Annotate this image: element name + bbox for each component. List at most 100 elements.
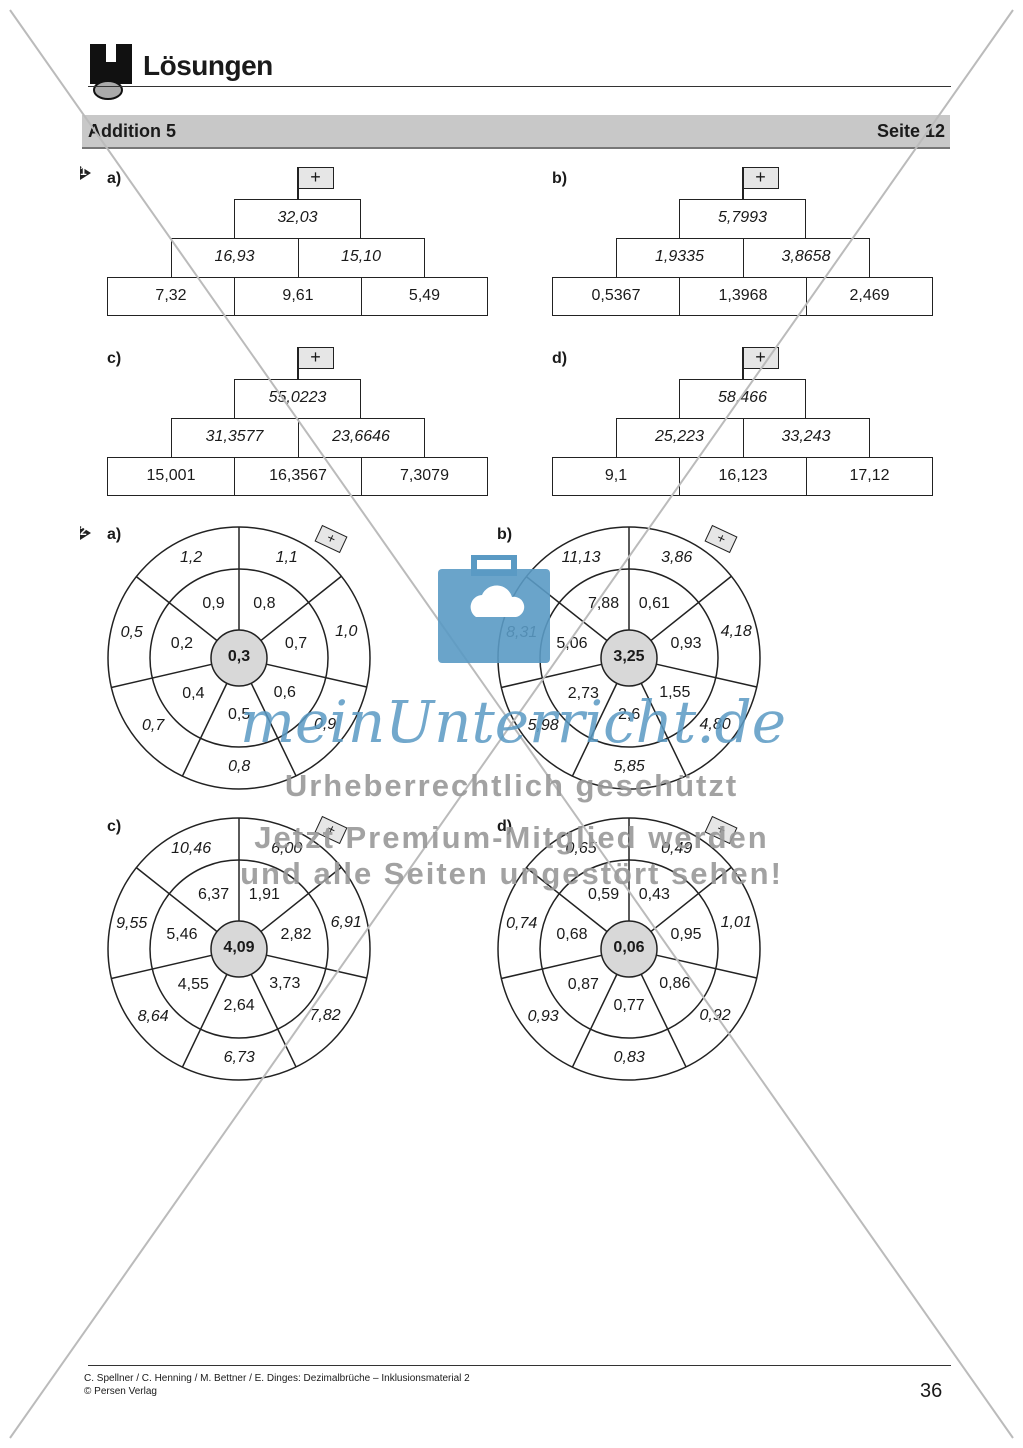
pyramid-label: c)	[107, 350, 122, 367]
pyramid-bottom-cell: 17,12	[806, 457, 933, 496]
wheel-inner-value: 0,2	[170, 635, 194, 653]
wheel-outer-value: 0,74	[506, 914, 538, 932]
wheel-inner-value: 1,55	[659, 684, 691, 702]
wheel-outer-value: 1,0	[335, 623, 358, 641]
page-reference: Seite 12	[876, 121, 945, 141]
pyramid-label: b)	[552, 170, 568, 187]
briefcase-cloud-icon	[438, 555, 550, 663]
wheel-outer-value: 0,49	[661, 839, 693, 857]
wheel-outer-value: 3,86	[661, 548, 693, 566]
watermark-brand: meinUnterricht.de	[240, 688, 787, 756]
pyramid-bottom-value: 5,49	[408, 287, 441, 304]
pyramid-bottom-value: 7,3079	[400, 467, 449, 484]
wheel-spoke	[135, 867, 218, 933]
operator-plus-icon: +	[742, 167, 779, 189]
wheel-spoke	[650, 575, 732, 642]
wheel-spoke	[571, 682, 618, 777]
pyramid-label: d)	[552, 350, 568, 367]
wheel-inner-value: 0,9	[202, 595, 225, 613]
wheel-spoke	[250, 973, 297, 1068]
wheel-outer-value: 9,55	[116, 914, 148, 932]
pyramid-bottom-value: 17,12	[849, 467, 890, 484]
wheel-outer-value: 5,85	[613, 757, 645, 775]
wheel-outer-value: 5,98	[527, 716, 559, 734]
wheel-spoke	[571, 973, 618, 1068]
pyramid-top-value: 32,03	[277, 209, 318, 226]
section-title: Addition 5	[88, 121, 176, 141]
wheel-d	[497, 817, 761, 1081]
wheel-center	[600, 629, 658, 687]
wheel-spoke	[501, 663, 602, 689]
pyramid-middle-value: 31,3577	[205, 428, 264, 445]
pyramid-label: a)	[107, 170, 122, 187]
pyramid-bottom-value: 15,001	[146, 467, 196, 484]
wheel-spoke	[640, 973, 687, 1068]
pyramid-bottom-value: 0,5367	[591, 287, 641, 304]
wheel-center-value: 3,25	[613, 648, 645, 665]
wheel-inner-value: 0,68	[556, 926, 588, 944]
operator-stem	[742, 347, 744, 379]
wheel-inner-value: 0,59	[587, 886, 620, 904]
wheel-center-value: 0,06	[613, 939, 645, 956]
pyramid-bottom-value: 7,32	[155, 287, 187, 304]
wheel-inner-value: 0,86	[659, 975, 691, 993]
wheel-spoke	[111, 663, 212, 689]
wheel-inner-value: 7,88	[587, 595, 620, 613]
wheel-spoke	[181, 682, 228, 777]
header-rule	[88, 86, 951, 87]
wheel-center-value: 4,09	[223, 939, 255, 956]
wheel-spoke	[250, 682, 297, 777]
wheel-center	[210, 920, 268, 978]
wheel-b	[497, 526, 761, 790]
wheel-spoke	[260, 866, 342, 933]
wheel-outer-value: 1,01	[720, 914, 752, 932]
watermark-line3: und alle Seiten ungestört sehen!	[240, 856, 783, 891]
wheel-spoke	[656, 663, 757, 688]
wheel-outer-value: 0,93	[527, 1007, 559, 1025]
wheel-outer-value: 4,18	[720, 623, 752, 641]
wheel-a	[107, 526, 371, 790]
wheel-outer-value: 6,00	[271, 839, 303, 857]
pyramid-middle-value: 15,10	[340, 248, 382, 265]
wheel-outer-value: 1,2	[179, 548, 203, 566]
wheel-outer-value: 0,5	[120, 623, 143, 641]
wheel-spoke	[266, 663, 367, 688]
page-title: Lösungen	[143, 50, 273, 81]
watermark-line2: Jetzt Premium-Mitglied werden	[254, 820, 769, 855]
pyramid-bottom-value: 16,3567	[269, 467, 327, 484]
wheel-inner-value: 2,6	[617, 706, 641, 724]
pyramid-bottom-value: 9,1	[604, 467, 628, 484]
operator-stem	[297, 347, 299, 379]
wheel-outer-value: 0,65	[565, 839, 597, 857]
wheel-spoke	[135, 576, 218, 642]
pyramid-bottom-cell: 5,49	[361, 277, 488, 316]
pyramid-middle-value: 3,8658	[781, 248, 831, 265]
wheel-inner-value: 2,82	[280, 925, 312, 943]
section-bar	[82, 115, 950, 149]
operator-stem	[297, 167, 299, 199]
footer-citation: C. Spellner / C. Henning / M. Bettner / …	[84, 1373, 470, 1384]
pyramid-bottom-value: 16,123	[718, 467, 768, 484]
watermark-line1: Urheberrechtlich geschützt	[284, 768, 739, 803]
wheel-spoke	[266, 954, 367, 979]
pyramid-bottom-value: 9,61	[282, 287, 314, 304]
wheel-inner-value: 0,4	[182, 684, 205, 702]
operator-plus-icon: +	[297, 347, 334, 369]
wheel-outer-value: 6,91	[330, 914, 362, 932]
wheel-inner-value: 0,8	[253, 595, 276, 613]
wheel-label: d)	[497, 818, 513, 835]
wheel-spoke	[181, 973, 228, 1068]
wheel-inner-value: 4,55	[177, 975, 209, 993]
wheel-inner-value: 6,37	[197, 886, 230, 904]
wheel-outer-value: 0,92	[699, 1007, 731, 1025]
wheel-inner-value: 0,87	[567, 975, 599, 993]
wheel-outer-value: 8,64	[137, 1007, 169, 1025]
wheel-outer-value: 4,80	[699, 716, 731, 734]
wheel-outer-value: 6,73	[223, 1048, 255, 1066]
wheel-inner-value: 5,46	[166, 926, 198, 944]
